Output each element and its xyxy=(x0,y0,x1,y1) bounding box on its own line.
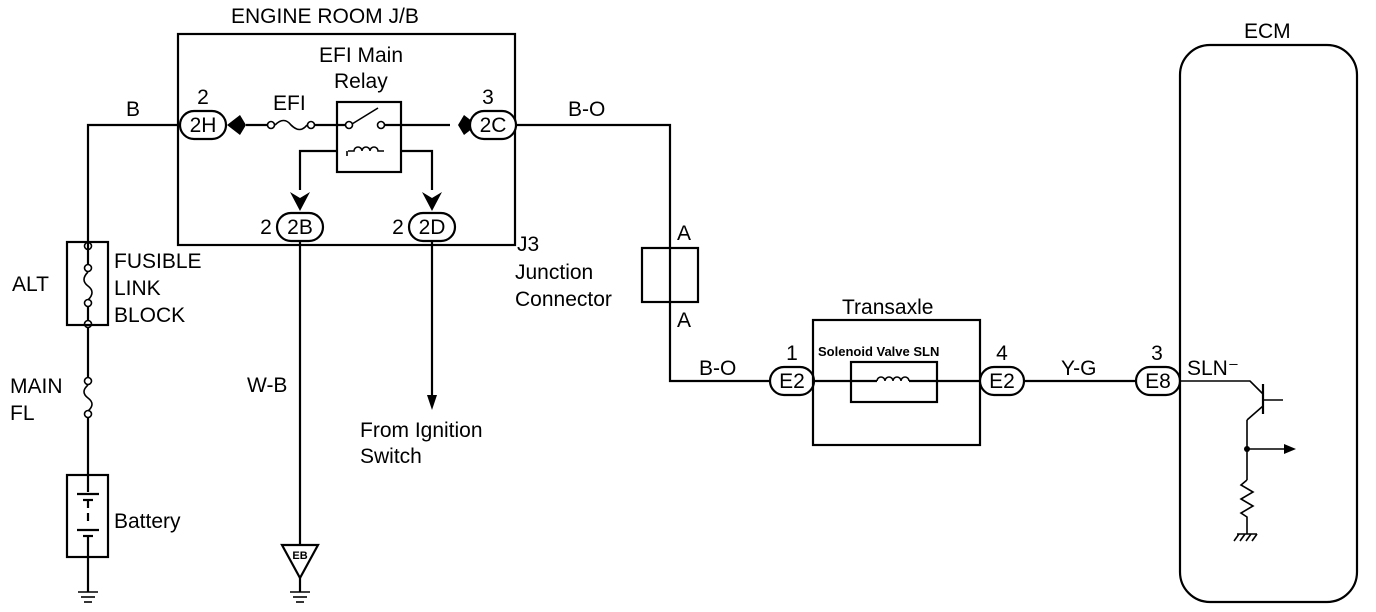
main-fl-fuse xyxy=(83,376,93,419)
solenoid-coil-icon xyxy=(876,376,910,382)
ground-icon xyxy=(78,591,98,603)
ignition-arrow-icon xyxy=(427,395,437,410)
fusible-link-block xyxy=(65,240,110,329)
connector-2h-id: 2H xyxy=(190,114,217,137)
wire-bo-bottom xyxy=(668,302,770,383)
main-fl-label-1: MAIN xyxy=(10,375,63,398)
arrow-to-2d-icon xyxy=(422,192,442,211)
arrow-to-2b-icon xyxy=(290,192,310,211)
solenoid-label: Solenoid Valve SLN xyxy=(818,344,939,359)
ignition-label-2: Switch xyxy=(360,445,422,468)
connector-e2-right-id: E2 xyxy=(989,370,1015,393)
connector-e2-left-pin: 1 xyxy=(786,342,798,365)
junction-id: J3 xyxy=(517,233,539,256)
connector-2c-pin: 3 xyxy=(482,86,494,109)
connector-e2-left-id: E2 xyxy=(779,370,805,393)
efi-fuse-label: EFI xyxy=(273,92,306,115)
junction-label-2: Connector xyxy=(515,288,612,311)
ecm-box xyxy=(1178,43,1359,604)
ecm-transistor-icon xyxy=(1180,380,1296,542)
wire-bo-top-label: B-O xyxy=(568,98,605,121)
junction-label-1: Junction xyxy=(515,261,593,284)
connector-e8-id: E8 xyxy=(1145,370,1171,393)
fusible-link-label-1: FUSIBLE xyxy=(114,250,202,273)
connector-2h-pin: 2 xyxy=(197,86,209,109)
engine-room-jb-title: ENGINE ROOM J/B xyxy=(231,5,419,28)
junction-pin-a-top: A xyxy=(677,222,691,245)
wire-yg-label: Y-G xyxy=(1061,357,1096,380)
fusible-link-label-3: BLOCK xyxy=(114,304,185,327)
wire-bo-bottom-label: B-O xyxy=(699,357,736,380)
battery-label: Battery xyxy=(114,510,181,533)
wire-b-label: B xyxy=(126,98,140,121)
transaxle-box xyxy=(811,318,982,447)
ecm-title: ECM xyxy=(1244,20,1291,43)
connector-2b-id: 2B xyxy=(287,216,313,239)
junction-pin-a-bottom: A xyxy=(677,309,691,332)
fusible-link-label-2: LINK xyxy=(114,277,161,300)
engine-room-jb-box xyxy=(176,32,517,247)
arrow-to-2h-icon xyxy=(227,115,246,135)
efi-main-relay xyxy=(335,100,403,174)
main-fl-label-2: FL xyxy=(10,402,35,425)
ground-eb-icon xyxy=(280,543,320,603)
connector-2c-id: 2C xyxy=(480,114,507,137)
efi-relay-label-2: Relay xyxy=(334,70,388,93)
connector-e2-right-pin: 4 xyxy=(996,342,1008,365)
wire-b xyxy=(86,123,180,242)
wire-wb-label: W-B xyxy=(247,374,287,397)
connector-e8-pin: 3 xyxy=(1151,342,1163,365)
connector-2b-pin: 2 xyxy=(260,216,272,239)
alt-label: ALT xyxy=(12,273,49,296)
connector-2d-id: 2D xyxy=(419,216,446,239)
connector-2d-pin: 2 xyxy=(392,216,404,239)
ecm-terminal-label: SLN⁻ xyxy=(1187,357,1239,380)
transaxle-title: Transaxle xyxy=(842,296,933,319)
efi-relay-label-1: EFI Main xyxy=(319,44,403,67)
arrow-to-2c-icon xyxy=(458,115,477,135)
efi-fuse xyxy=(266,119,316,131)
ignition-label-1: From Ignition xyxy=(360,419,483,442)
battery-icon xyxy=(65,473,110,559)
wire-bo-top xyxy=(516,123,672,248)
ground-eb-label: EB xyxy=(292,550,307,562)
